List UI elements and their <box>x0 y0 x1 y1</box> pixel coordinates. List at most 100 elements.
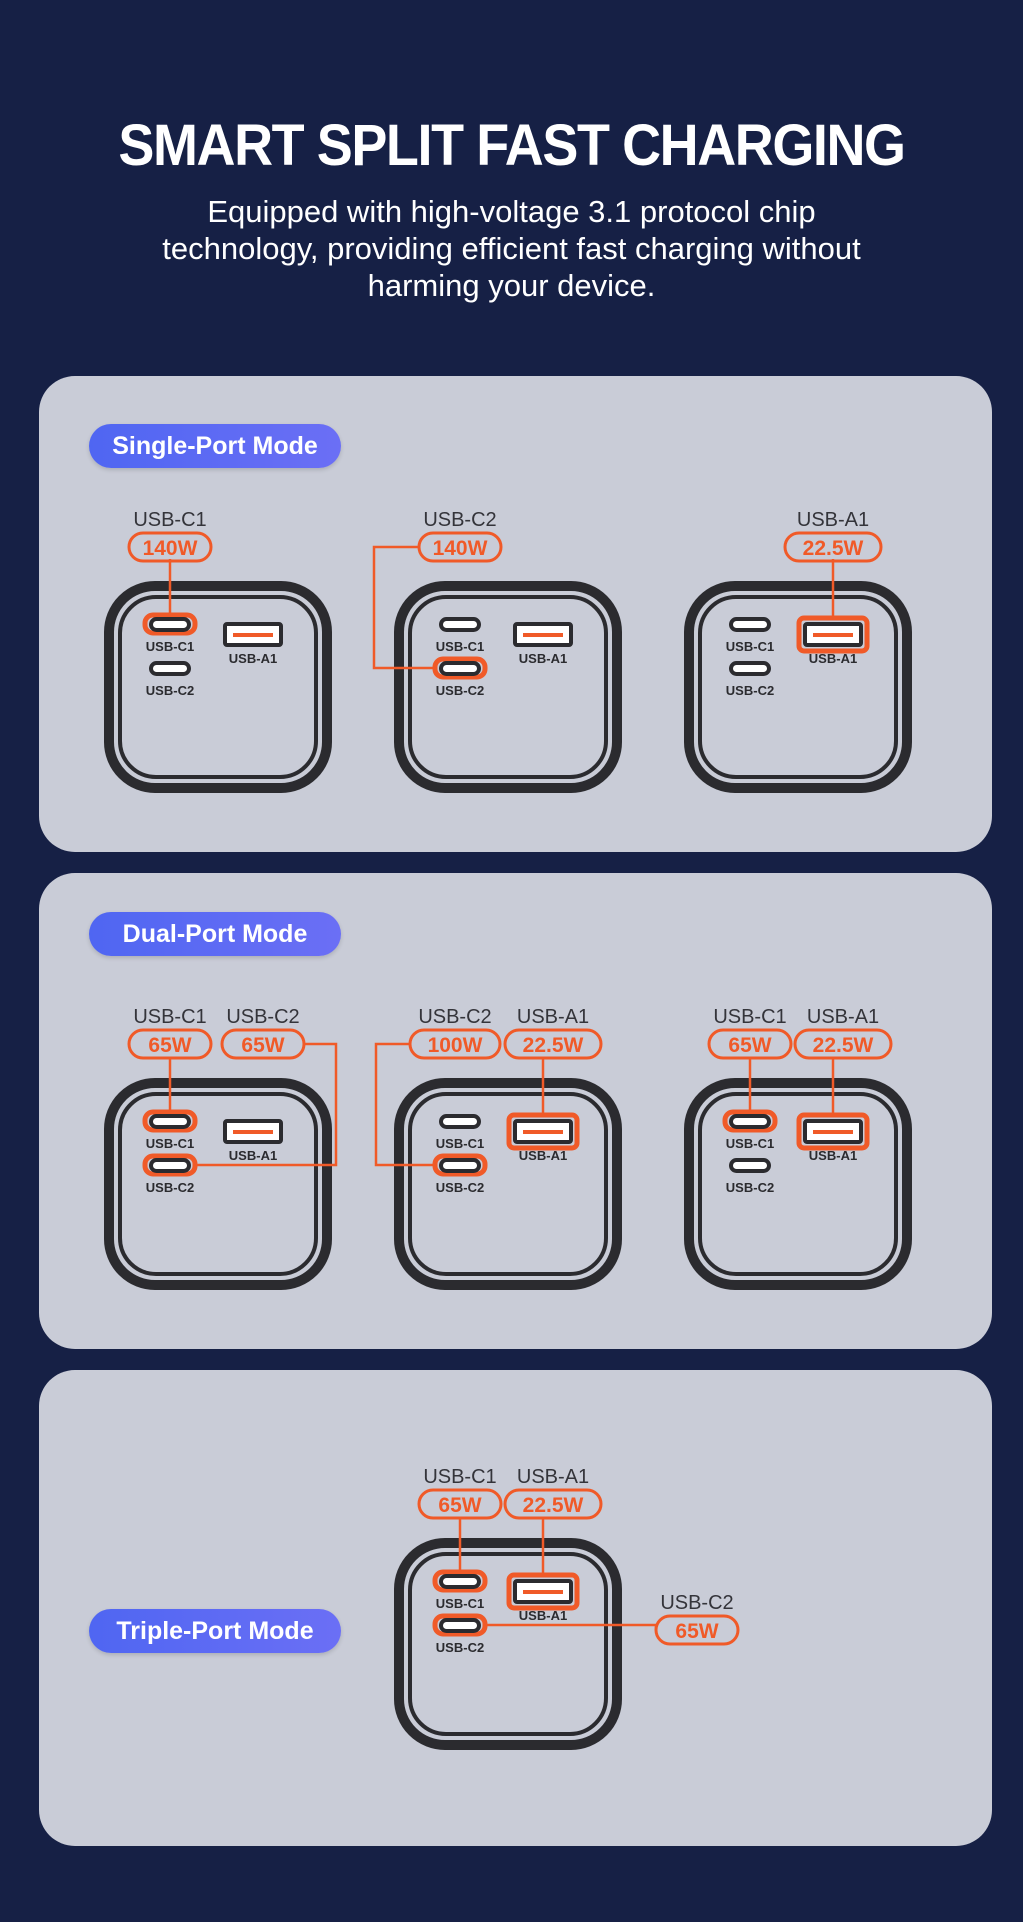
connector-line <box>372 545 435 670</box>
usb-c2-caption: USB-C2 <box>146 683 194 698</box>
usb-c2-port <box>149 661 191 676</box>
port-watt-label: USB-C2 65W <box>654 1592 740 1646</box>
usb-a1-contact <box>233 633 273 637</box>
watt-value: 22.5W <box>523 1494 584 1517</box>
usb-c2-port <box>439 1618 481 1633</box>
dual-port-diagrams: USB-C1USB-C2USB-A1USB-C165WUSB-C265WUSB-… <box>104 1006 912 1290</box>
usb-c1-port <box>149 1114 191 1129</box>
port-name-label: USB-C1 <box>133 1006 206 1028</box>
usb-c1-port <box>149 617 191 632</box>
usb-a1-caption: USB-A1 <box>519 1608 567 1623</box>
watt-value: 65W <box>241 1034 284 1057</box>
port-watt-label: USB-A1 22.5W <box>503 1466 603 1520</box>
watt-value: 22.5W <box>813 1034 874 1057</box>
subtitle-line: Equipped with high-voltage 3.1 protocol … <box>207 194 816 229</box>
watt-value: 140W <box>433 537 488 560</box>
usb-c2-caption: USB-C2 <box>436 1180 484 1195</box>
usb-a1-contact <box>813 1130 853 1134</box>
port-name-label: USB-A1 <box>797 509 869 531</box>
charger-inner-shell <box>118 595 318 779</box>
port-watt-label: USB-C1 140W <box>127 509 213 563</box>
usb-a1-contact <box>523 1130 563 1134</box>
port-watt-label: USB-C2 100W <box>408 1006 502 1060</box>
charger-outer-shell <box>394 581 622 793</box>
port-name-label: USB-A1 <box>517 1006 589 1028</box>
usb-a1-contact <box>523 633 563 637</box>
single-port-diagrams: USB-C1USB-C2USB-A1USB-C1140WUSB-C1USB-C2… <box>104 509 912 793</box>
usb-c1-caption: USB-C1 <box>436 639 484 654</box>
watt-value: 22.5W <box>803 537 864 560</box>
usb-c1-port <box>439 617 481 632</box>
subtitle-line: technology, providing efficient fast cha… <box>162 231 861 266</box>
charger-inner-shell <box>698 1092 898 1276</box>
watt-value: 65W <box>438 1494 481 1517</box>
usb-c1-caption: USB-C1 <box>726 639 774 654</box>
usb-a1-caption: USB-A1 <box>229 651 277 666</box>
usb-c2-caption: USB-C2 <box>726 683 774 698</box>
usb-c1-caption: USB-C1 <box>436 1136 484 1151</box>
charger-outer-shell <box>104 1078 332 1290</box>
connector-line <box>374 1042 435 1167</box>
page-title: SMART SPLIT FAST CHARGING <box>118 113 906 178</box>
watt-value: 65W <box>675 1620 718 1643</box>
port-watt-label: USB-C2 140W <box>417 509 503 563</box>
usb-c1-port <box>729 617 771 632</box>
usb-c2-port <box>439 661 481 676</box>
port-watt-label: USB-A1 22.5W <box>503 1006 603 1060</box>
watt-pill <box>783 531 883 563</box>
usb-c1-caption: USB-C1 <box>436 1596 484 1611</box>
mode-pill-single: Single-Port Mode <box>89 424 341 468</box>
triple-port-diagrams: USB-C1USB-C2USB-A1USB-C165WUSB-A122.5WUS… <box>394 1466 740 1750</box>
usb-c2-caption: USB-C2 <box>436 1640 484 1655</box>
usb-c2-port <box>439 1158 481 1173</box>
watt-value: 65W <box>728 1034 771 1057</box>
connector-line <box>485 1623 658 1630</box>
mode-pill-dual: Dual-Port Mode <box>89 912 341 956</box>
connector-line <box>195 1042 338 1167</box>
usb-a1-contact <box>813 633 853 637</box>
usb-c1-caption: USB-C1 <box>146 1136 194 1151</box>
watt-value: 22.5W <box>523 1034 584 1057</box>
usb-c2-port <box>729 1158 771 1173</box>
usb-c2-port <box>729 661 771 676</box>
usb-c2-port <box>149 1158 191 1173</box>
port-watt-label: USB-A1 22.5W <box>793 1006 893 1060</box>
mode-pill-triple: Triple-Port Mode <box>89 1609 341 1653</box>
usb-a1-contact <box>523 1590 563 1594</box>
watt-value: 140W <box>143 537 198 560</box>
port-name-label: USB-C2 <box>423 509 496 531</box>
usb-a1-caption: USB-A1 <box>519 1148 567 1163</box>
usb-c1-caption: USB-C1 <box>146 639 194 654</box>
usb-c1-caption: USB-C1 <box>726 1136 774 1151</box>
charger-inner-shell <box>408 595 608 779</box>
port-name-label: USB-C1 <box>133 509 206 531</box>
subtitle-line: harming your device. <box>367 268 656 303</box>
watt-pill <box>503 1028 603 1060</box>
usb-c2-caption: USB-C2 <box>436 683 484 698</box>
page-subtitle: Equipped with high-voltage 3.1 protocol … <box>130 193 893 304</box>
usb-c1-port <box>729 1114 771 1129</box>
usb-a1-caption: USB-A1 <box>809 651 857 666</box>
port-name-label: USB-C2 <box>660 1592 733 1614</box>
charger-inner-shell <box>408 1552 608 1736</box>
watt-value: 100W <box>428 1034 483 1057</box>
watt-pill <box>127 531 213 563</box>
usb-a1-caption: USB-A1 <box>519 651 567 666</box>
usb-a1-caption: USB-A1 <box>229 1148 277 1163</box>
watt-pill <box>417 531 503 563</box>
port-watt-label: USB-A1 22.5W <box>783 509 883 563</box>
port-name-label: USB-A1 <box>807 1006 879 1028</box>
port-name-label: USB-C2 <box>418 1006 491 1028</box>
charger-outer-shell <box>104 581 332 793</box>
watt-pill <box>503 1488 603 1520</box>
port-name-label: USB-A1 <box>517 1466 589 1488</box>
usb-c2-caption: USB-C2 <box>146 1180 194 1195</box>
